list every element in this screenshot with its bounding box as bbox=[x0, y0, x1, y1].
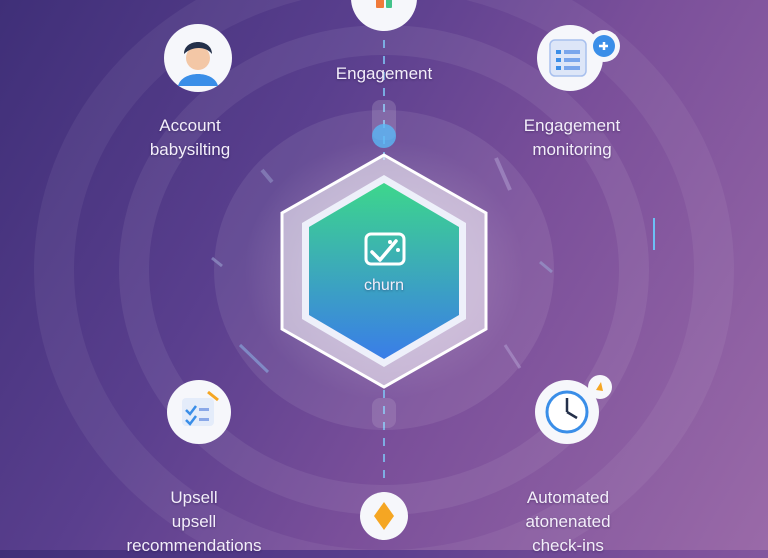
hub-label: churn bbox=[363, 277, 405, 294]
node-label-top: Engagement bbox=[335, 64, 433, 83]
node-label-bottom-right: Automated atonenated check-ins bbox=[525, 488, 611, 555]
hub bbox=[280, 153, 488, 389]
person-avatar-icon[interactable] bbox=[164, 24, 232, 92]
diamond-icon[interactable] bbox=[360, 492, 408, 540]
chart-icon[interactable] bbox=[351, 0, 417, 31]
top-connector-node bbox=[372, 124, 396, 148]
clock-icon[interactable] bbox=[535, 375, 612, 444]
hub-hexagon bbox=[309, 183, 459, 359]
connectors bbox=[211, 40, 655, 480]
node-label-bottom-left: Upsell upsell recommendations bbox=[126, 488, 262, 555]
checklist-icon[interactable] bbox=[167, 380, 231, 444]
node-label-top-right: Engagement monitoring bbox=[523, 116, 621, 159]
list-document-icon[interactable] bbox=[537, 25, 620, 91]
node-label-top-left: Account babysilting bbox=[149, 116, 231, 159]
chart-check-icon bbox=[364, 232, 406, 266]
